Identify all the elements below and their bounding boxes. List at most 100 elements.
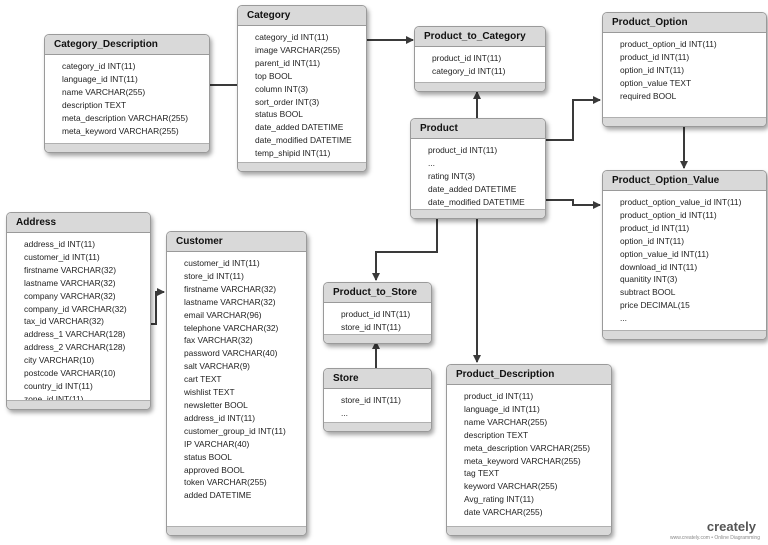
field-row: language_id INT(11): [464, 403, 540, 414]
entity-category-description[interactable]: Category_Description category_id INT(11)…: [44, 34, 210, 153]
field-row: category_id INT(11): [62, 61, 136, 71]
entity-footer: [324, 334, 431, 343]
connector-address-to-customer: [150, 288, 165, 325]
entity-title: Product_Option: [603, 13, 766, 33]
field-row: firstname VARCHAR(32): [184, 283, 276, 294]
field-row: date_added DATETIME: [255, 122, 344, 133]
field-row: product_id INT(11): [620, 51, 690, 62]
field-row: ...: [620, 313, 627, 324]
field-list: product_id INT(11)...rating INT(3)date_a…: [411, 139, 545, 209]
field-row: rating INT(3): [428, 170, 476, 181]
field-row: address_id INT(11): [184, 412, 256, 423]
entity-product-option[interactable]: Product_Option product_option_id INT(11)…: [602, 12, 767, 127]
field-row: cart TEXT: [184, 374, 222, 385]
entity-footer: [7, 400, 150, 409]
entity-footer: [603, 117, 766, 126]
field-row: Avg_rating INT(11): [464, 494, 534, 505]
field-row: status BOOL: [184, 451, 232, 462]
field-row: lastname VARCHAR(32): [24, 277, 116, 288]
field-row: city VARCHAR(10): [24, 355, 95, 366]
field-row: store_id INT(11): [184, 270, 244, 281]
field-row: meta_description VARCHAR(255): [62, 112, 188, 123]
field-list: product_id INT(11)language_id INT(11)nam…: [447, 385, 611, 519]
field-row: category_id INT(11): [255, 32, 329, 42]
field-list: store_id INT(11)...: [324, 389, 431, 420]
field-row: tag TEXT: [464, 468, 500, 479]
entity-customer[interactable]: Customer customer_id INT(11) store_id INT…: [166, 231, 307, 536]
field-row: zone_id INT(11): [24, 393, 84, 404]
field-row: customer_id INT(11): [184, 258, 260, 268]
field-row: telephone VARCHAR(32): [184, 322, 279, 333]
entity-product-to-store[interactable]: Product_to_Store product_id INT(11)store…: [323, 282, 432, 344]
entity-footer: [167, 526, 306, 535]
field-row: column INT(3): [255, 83, 309, 94]
field-row: address_id INT(11): [24, 239, 96, 249]
field-row: product_option_value_id INT(11): [620, 197, 742, 207]
field-list: product_id INT(11) store_id INT(11): [324, 303, 431, 334]
field-row: fax VARCHAR(32): [184, 335, 253, 346]
entity-product-option-value[interactable]: Product_Option_Value product_option_valu…: [602, 170, 767, 340]
field-row: date VARCHAR(255): [464, 507, 543, 518]
creately-tagline: www.creately.com • Online Diagramming: [669, 535, 760, 541]
field-row: country_id INT(11): [24, 380, 93, 391]
entity-title: Category_Description: [45, 35, 209, 55]
connector-product-to-option-value: [545, 199, 601, 209]
creately-logo: creately: [706, 519, 756, 534]
field-list: customer_id INT(11) store_id INT(11) first…: [167, 252, 306, 502]
field-row: ...: [341, 407, 348, 418]
field-row: password VARCHAR(40): [184, 348, 278, 359]
entity-title: Store: [324, 369, 431, 389]
field-row: option_id INT(11): [620, 64, 685, 75]
field-row: address_2 VARCHAR(128): [24, 342, 126, 353]
field-list: category_id INT(11)image VARCHAR(255)par…: [238, 26, 366, 160]
entity-store[interactable]: Store store_id INT(11)...: [323, 368, 432, 432]
field-list: product_option_value_id INT(11)product_o…: [603, 191, 766, 325]
field-row: store_id INT(11): [341, 321, 401, 332]
field-row: meta_description VARCHAR(255): [464, 442, 590, 453]
field-row: wishlist TEXT: [184, 387, 235, 398]
field-row: required BOOL: [620, 90, 677, 101]
entity-footer: [411, 209, 545, 218]
connector-product-to-product-to-store: [372, 218, 438, 281]
field-row: customer_id INT(11): [24, 251, 100, 262]
field-row: email VARCHAR(96): [184, 309, 262, 320]
field-list: address_id INT(11) customer_id INT(11) fir…: [7, 233, 150, 406]
field-row: price DECIMAL(15: [620, 300, 690, 311]
field-row: option_value_id INT(11): [620, 248, 709, 259]
field-row: meta_keyword VARCHAR(255): [464, 455, 581, 466]
field-row: date_modified DATETIME: [428, 196, 525, 207]
field-row: firstname VARCHAR(32): [24, 264, 116, 275]
entity-address[interactable]: Address address_id INT(11)customer_id IN…: [6, 212, 151, 410]
field-row: name VARCHAR(255): [62, 86, 146, 97]
entity-product-to-category[interactable]: Product_to_Category product_id INT(11)ca…: [414, 26, 546, 92]
field-row: download_id INT(11): [620, 261, 698, 272]
field-row: product_id INT(11): [341, 309, 411, 319]
entity-product[interactable]: Product product_id INT(11)...rating INT(…: [410, 118, 546, 219]
field-row: company_id VARCHAR(32): [24, 303, 127, 314]
field-row: keyword VARCHAR(255): [464, 481, 558, 492]
entity-product-description[interactable]: Product_Description product_id INT(11)la…: [446, 364, 612, 536]
field-row: name VARCHAR(255): [464, 416, 548, 427]
field-row: description TEXT: [464, 429, 529, 440]
field-row: added DATETIME: [184, 490, 252, 501]
entity-title: Product_to_Category: [415, 27, 545, 47]
field-row: newsletter BOOL: [184, 399, 248, 410]
field-row: IP VARCHAR(40): [184, 438, 250, 449]
entity-title: Category: [238, 6, 366, 26]
field-row: image VARCHAR(255): [255, 44, 341, 55]
entity-title: Customer: [167, 232, 306, 252]
entity-footer: [45, 143, 209, 152]
field-row: meta_keyword VARCHAR(255): [62, 125, 179, 136]
field-row: ...: [428, 157, 435, 168]
field-row: product_id INT(11): [432, 53, 502, 63]
field-list: product_id INT(11)category_id INT(11): [415, 47, 545, 78]
field-row: top BOOL: [255, 70, 293, 81]
entity-footer: [238, 162, 366, 171]
entity-category[interactable]: Category category_id INT(11) image VARCHA…: [237, 5, 367, 172]
connector-product-to-product-option: [545, 96, 601, 141]
entity-title: Product_Option_Value: [603, 171, 766, 191]
entity-footer: [603, 330, 766, 339]
field-row: approved BOOL: [184, 464, 245, 475]
field-row: customer_group_id INT(11): [184, 425, 286, 436]
